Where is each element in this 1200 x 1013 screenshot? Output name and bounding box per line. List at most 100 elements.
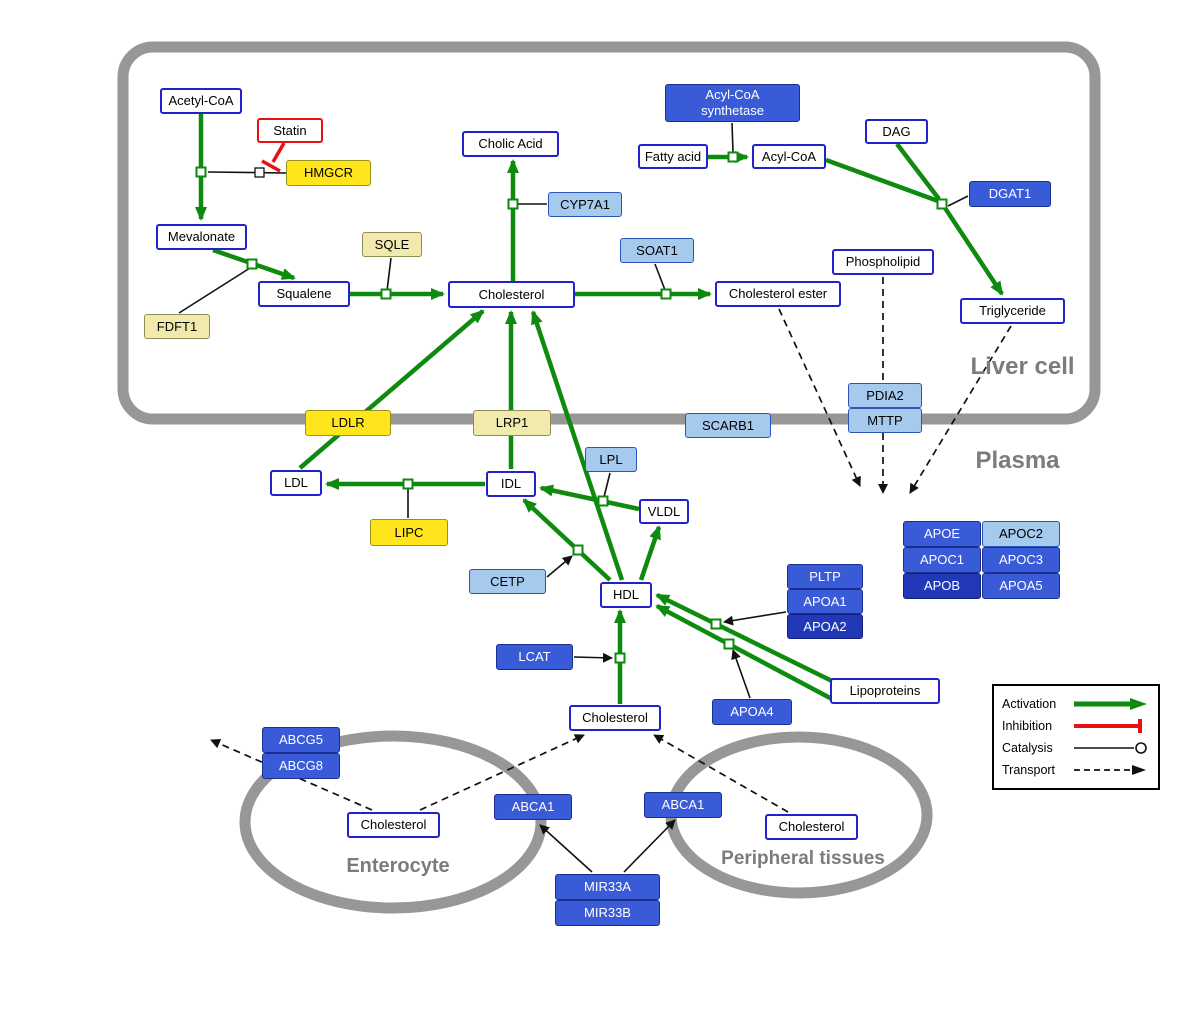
node-statin[interactable]: Statin [257,118,323,143]
catalysis-hmgcr [207,171,287,174]
reaction-node-sqle [380,288,392,300]
node-apoc2[interactable]: APOC2 [982,521,1060,547]
legend-catalysis-label: Catalysis [1002,741,1053,756]
legend-row-inhibition: Inhibition [1002,716,1150,735]
node-ldlr[interactable]: LDLR [305,410,391,436]
node-lrp1[interactable]: LRP1 [473,410,551,436]
node-cholic-acid[interactable]: Cholic Acid [462,131,559,157]
node-apob[interactable]: APOB [903,573,981,599]
reaction-node-apoa4 [723,638,735,650]
reaction-node-dgat1 [936,198,948,210]
node-lpl[interactable]: LPL [585,447,637,472]
reaction-node-cyp7a1 [507,198,519,210]
node-acyl-coa-synthetase[interactable]: Acyl-CoA synthetase [665,84,800,122]
activation-acylcoa-dgat1node [825,157,939,204]
activation-ldl-cholesterol-via-ldlr [298,309,485,470]
node-acetyl-coa[interactable]: Acetyl-CoA [160,88,242,114]
node-cholesterol-liver[interactable]: Cholesterol [448,281,575,308]
node-cyp7a1[interactable]: CYP7A1 [548,192,622,217]
reaction-node-lcat [614,652,626,664]
catalysis-cetp [546,555,573,578]
enterocyte-label: Enterocyte [346,855,450,877]
reaction-node-apoa-stack [710,618,722,630]
reaction-node-lpl [597,495,609,507]
node-mir33b[interactable]: MIR33B [555,900,660,926]
node-lipc[interactable]: LIPC [370,519,448,546]
transport-triglyceride-to-lipoproteins [909,325,1012,494]
node-scarb1[interactable]: SCARB1 [685,413,771,438]
node-lipoproteins[interactable]: Lipoproteins [830,678,940,704]
catalysis-sqle [386,257,392,292]
node-pdia2[interactable]: PDIA2 [848,383,922,408]
inhibition-tbar-symbol [1074,718,1142,733]
node-dag[interactable]: DAG [865,119,928,144]
enterocyte-membrane [239,730,547,914]
node-apoe[interactable]: APOE [903,521,981,547]
node-hmgcr[interactable]: HMGCR [286,160,371,186]
activation-hdl-idl-via-cetp [522,498,612,582]
catalysis-lpl [603,472,611,498]
activation-lipoproteins-hdl-1 [655,592,833,684]
catalysis-mir33-abca1-peripheral [623,819,676,873]
liver-cell-membrane [117,41,1101,425]
node-pltp[interactable]: PLTP [787,564,863,589]
activation-lipoproteins-hdl-2 [655,604,834,701]
catalysis-lcat [573,652,613,663]
catalysis-anchor-square-hmgcr [254,167,265,178]
node-phospholipid[interactable]: Phospholipid [832,249,934,275]
node-abcg5[interactable]: ABCG5 [262,727,340,753]
activation-hdl-vldl [638,525,662,581]
legend-box: Activation Inhibition Catalysis Transpor… [992,684,1160,790]
node-acyl-coa[interactable]: Acyl-CoA [752,144,826,169]
node-soat1[interactable]: SOAT1 [620,238,694,263]
node-fdft1[interactable]: FDFT1 [144,314,210,339]
node-apoa2[interactable]: APOA2 [787,614,863,639]
liver-cell-label: Liver cell [970,353,1075,380]
node-vldl[interactable]: VLDL [639,499,689,524]
node-mttp[interactable]: MTTP [848,408,922,433]
node-dgat1[interactable]: DGAT1 [969,181,1051,207]
legend-row-catalysis: Catalysis [1002,739,1150,758]
node-apoa1[interactable]: APOA1 [787,589,863,614]
catalysis-soat1 [654,263,666,291]
activation-hdl-cholesterol [530,310,625,581]
node-triglyceride[interactable]: Triglyceride [960,298,1065,324]
transport-cholesterol-enterocyte-to-plasma [419,734,585,811]
activation-dag-dgat1node [895,142,941,201]
transport-cholesterol-peripheral-to-plasma [653,734,789,813]
node-mir33a[interactable]: MIR33A [555,874,660,900]
node-cholesterol-plasma[interactable]: Cholesterol [569,705,661,731]
node-mevalonate[interactable]: Mevalonate [156,224,247,250]
node-cetp[interactable]: CETP [469,569,546,594]
peripheral-tissues-label: Peripheral tissues [721,848,885,869]
node-fatty-acid[interactable]: Fatty acid [638,144,708,169]
node-cholesterol-ester[interactable]: Cholesterol ester [715,281,841,307]
node-hdl[interactable]: HDL [600,582,652,608]
node-ldl[interactable]: LDL [270,470,322,496]
node-idl[interactable]: IDL [486,471,536,497]
node-apoa5[interactable]: APOA5 [982,573,1060,599]
catalysis-acylcoa-synthetase [731,122,734,153]
reaction-node-lipc [402,478,414,490]
activation-dgat1node-triglyceride [943,206,1004,296]
reaction-node-acs [727,151,739,163]
reaction-node-hmgcr [195,166,207,178]
node-apoc1[interactable]: APOC1 [903,547,981,573]
plasma-label: Plasma [975,447,1060,474]
node-squalene[interactable]: Squalene [258,281,350,307]
node-apoa4[interactable]: APOA4 [712,699,792,725]
node-apoc3[interactable]: APOC3 [982,547,1060,573]
node-cholesterol-enterocyte[interactable]: Cholesterol [347,812,440,838]
activation-arrow-symbol [1074,697,1147,710]
catalysis-mir33-abca1-enterocyte [539,824,593,873]
node-lcat[interactable]: LCAT [496,644,573,670]
node-abcg8[interactable]: ABCG8 [262,753,340,779]
node-sqle[interactable]: SQLE [362,232,422,257]
node-cholesterol-peripheral[interactable]: Cholesterol [765,814,858,840]
node-abca1-enterocyte[interactable]: ABCA1 [494,794,572,820]
node-abca1-peripheral[interactable]: ABCA1 [644,792,722,818]
transport-dashed-arrow-symbol [1074,765,1146,776]
legend-row-activation: Activation [1002,694,1150,713]
